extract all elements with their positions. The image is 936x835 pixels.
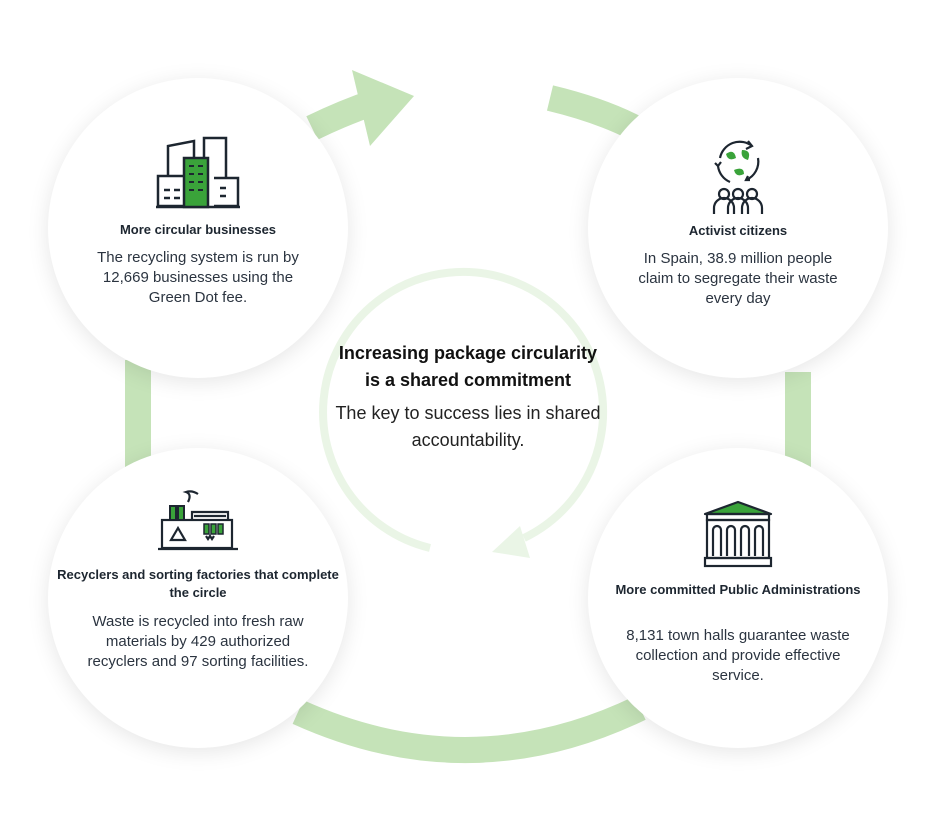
recycling-factory-icon (158, 490, 238, 551)
city-buildings-icon (156, 136, 240, 209)
circle-recyclers: Recyclers and sorting factories that com… (48, 448, 348, 748)
government-building-icon (703, 500, 773, 568)
center-heading: Increasing package circularity is a shar… (338, 343, 598, 390)
center-message: Increasing package circularity is a shar… (300, 340, 636, 454)
center-subtitle: The key to success lies in shared accoun… (335, 403, 601, 450)
circle-citizens: Activist citizens In Spain, 38.9 million… (588, 78, 888, 378)
inner-cycle-arc (319, 268, 608, 552)
circle-title: More committed Public Administrations (615, 582, 861, 597)
arrow-arc-top-right (546, 85, 641, 140)
circle-description: In Spain, 38.9 million people claim to s… (638, 250, 838, 307)
circle-description: 8,131 town halls guarantee waste collect… (626, 627, 850, 684)
arrow-head-top (352, 70, 414, 146)
arrow-arc-bottom (292, 696, 646, 763)
circle-title: Recyclers and sorting factories that com… (57, 567, 339, 600)
circle-title: Activist citizens (688, 223, 788, 238)
circle-description: Waste is recycled into fresh raw materia… (87, 613, 309, 670)
circle-businesses: More circular businesses The recycling s… (48, 78, 348, 378)
circle-administrations: More committed Public Administrations 8,… (588, 448, 888, 748)
citizens-recycling-icon (712, 140, 764, 214)
inner-cycle-arrowhead (492, 526, 530, 558)
circle-description: The recycling system is run by 12,669 bu… (97, 249, 299, 306)
circle-title: More circular businesses (119, 222, 277, 237)
